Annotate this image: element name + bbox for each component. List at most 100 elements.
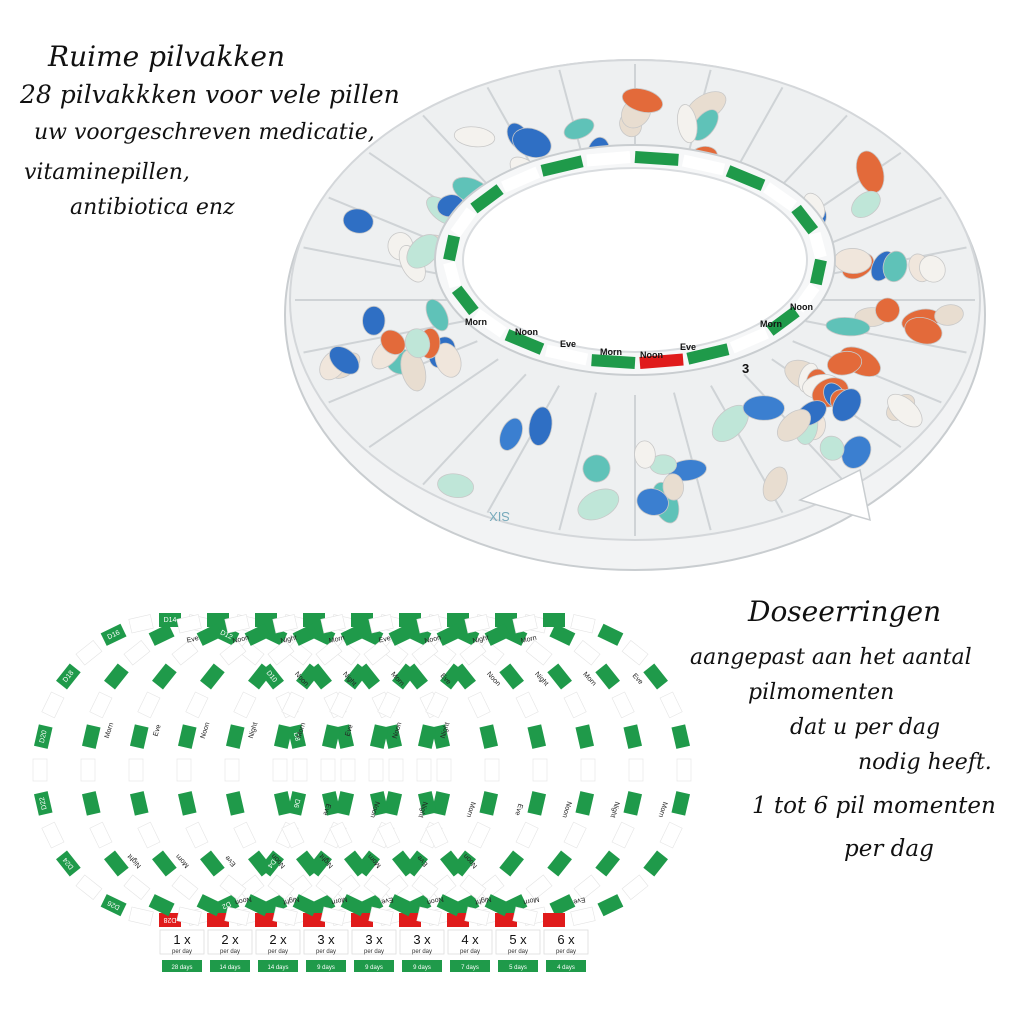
ring-time-label: Eve	[378, 635, 391, 645]
dosage-times-label: 6 x	[557, 932, 575, 947]
dosage-duration-label: 14 days	[267, 965, 288, 971]
pill	[582, 454, 611, 483]
dosage-ring-segment	[416, 906, 442, 926]
dosage-duration-badge	[210, 960, 250, 972]
tray-label-segment	[793, 283, 820, 313]
pill	[528, 406, 553, 446]
dosage-ring-segment	[643, 663, 668, 690]
dosage-ring-segment	[56, 663, 81, 690]
tray-label-segment	[729, 327, 769, 354]
ring-time-label: Noon	[392, 721, 404, 739]
dosage-ring-segment	[137, 821, 161, 849]
dosage-ring-segment	[595, 663, 620, 690]
dosage-ring-segment	[224, 906, 250, 926]
dosage-ring-segment	[369, 724, 389, 749]
dosage-ring-segment	[388, 623, 415, 646]
ring-day-label: D20	[39, 730, 49, 744]
pill	[934, 304, 964, 326]
tray-ring-label: Morn	[760, 319, 782, 329]
dosage-ring-segment	[570, 906, 596, 926]
ring-time-label: Eve	[631, 672, 644, 686]
dosage-ring-segment	[292, 894, 319, 917]
dosage-ring-segment	[273, 724, 293, 749]
dosage-card	[351, 929, 397, 955]
dosage-ring-segment	[484, 758, 500, 782]
ring-day-label: D28	[163, 916, 176, 923]
desc-right-line-5: 1 tot 6 pil momenten	[752, 793, 996, 819]
pill	[776, 409, 811, 442]
tray-center-hole	[462, 167, 808, 353]
tray-label-segment	[504, 329, 545, 355]
pill	[499, 417, 523, 451]
dosage-ring-segment	[237, 874, 265, 901]
dosage-ring-segment	[575, 724, 595, 749]
dosage-card	[207, 929, 253, 955]
dosage-ring-segment	[152, 663, 177, 690]
tray-ring-label: Eve	[560, 339, 576, 349]
ring-time-label: Eve	[152, 724, 162, 738]
dosage-ring-segment	[611, 821, 635, 849]
tray-label-segment	[450, 207, 477, 237]
dosage-ring-segment	[152, 850, 177, 877]
pill	[826, 350, 863, 376]
dosage-card	[399, 929, 445, 955]
tray-label-segment	[809, 258, 827, 286]
tray-label-segment	[472, 308, 507, 338]
dosage-ring-segment	[100, 623, 127, 646]
dosage-ring-segment	[549, 623, 576, 646]
ring-day-label: D8	[292, 732, 301, 742]
ring-time-label: Morn	[581, 671, 597, 688]
ring-time-label: Morn	[465, 801, 476, 818]
pill	[362, 305, 386, 336]
tray-label-segment	[686, 343, 730, 365]
ring-day-label: D4	[266, 858, 277, 869]
pill	[342, 208, 374, 234]
dosage-per-label: per day	[172, 949, 192, 955]
dosage-ring-segment	[368, 614, 394, 634]
dosage-ring-segment	[196, 894, 223, 917]
dosage-ring-segment	[75, 874, 103, 901]
dosage-ring-segment	[477, 874, 505, 901]
dosage-duration-badge	[306, 960, 346, 972]
pill	[904, 317, 943, 345]
pill	[453, 126, 496, 148]
dosage-times-label: 5 x	[509, 932, 527, 947]
dosage-ring-segment	[292, 623, 319, 646]
tray-ring-label: Noon	[640, 350, 663, 360]
desc-top-line-4: antibiotica enz	[70, 195, 235, 220]
dosage-ring-segment	[479, 724, 499, 749]
dosage-ring-segment	[453, 623, 480, 646]
dosage-ring-segment	[543, 613, 565, 627]
dosage-ring-segment	[177, 724, 197, 749]
ring-time-label: Night	[533, 671, 549, 688]
desc-top-line-3: vitaminepillen,	[24, 160, 190, 185]
dosage-ring-segment	[388, 894, 415, 917]
pill	[563, 117, 595, 140]
dosage-ring-segment	[595, 850, 620, 877]
dosage-ring-segment	[32, 758, 48, 782]
dosage-ring-segment	[273, 791, 293, 816]
ring-time-label: Night	[417, 801, 429, 819]
dosage-ring-segment	[89, 691, 113, 719]
dosage-ring-segment	[285, 639, 313, 666]
heading-right: Doseerringen	[748, 595, 942, 628]
desc-right-line-1: aangepast aan het aantal	[690, 645, 972, 670]
pill	[380, 329, 406, 355]
dosage-ring-segment	[425, 821, 449, 849]
dosage-ring-segment	[440, 850, 465, 877]
pill	[825, 317, 871, 337]
dosage-per-label: per day	[412, 949, 432, 955]
dosage-ring-segment	[499, 663, 524, 690]
dosage-ring-segment	[351, 913, 373, 927]
tray-ring-label: Eve	[680, 342, 696, 352]
ring-time-label: Noon	[232, 635, 250, 646]
dosage-ring-segment	[296, 850, 321, 877]
dosage-ring-segment	[436, 758, 452, 782]
dosage-ring-segment	[292, 758, 308, 782]
dosage-times-label: 1 x	[173, 932, 191, 947]
dosage-ring-segment	[525, 874, 553, 901]
dosage-ring-segment	[104, 850, 129, 877]
dosage-ring-segment	[369, 791, 389, 816]
dosage-ring-segment	[255, 613, 277, 627]
dosage-ring-segment	[128, 906, 154, 926]
